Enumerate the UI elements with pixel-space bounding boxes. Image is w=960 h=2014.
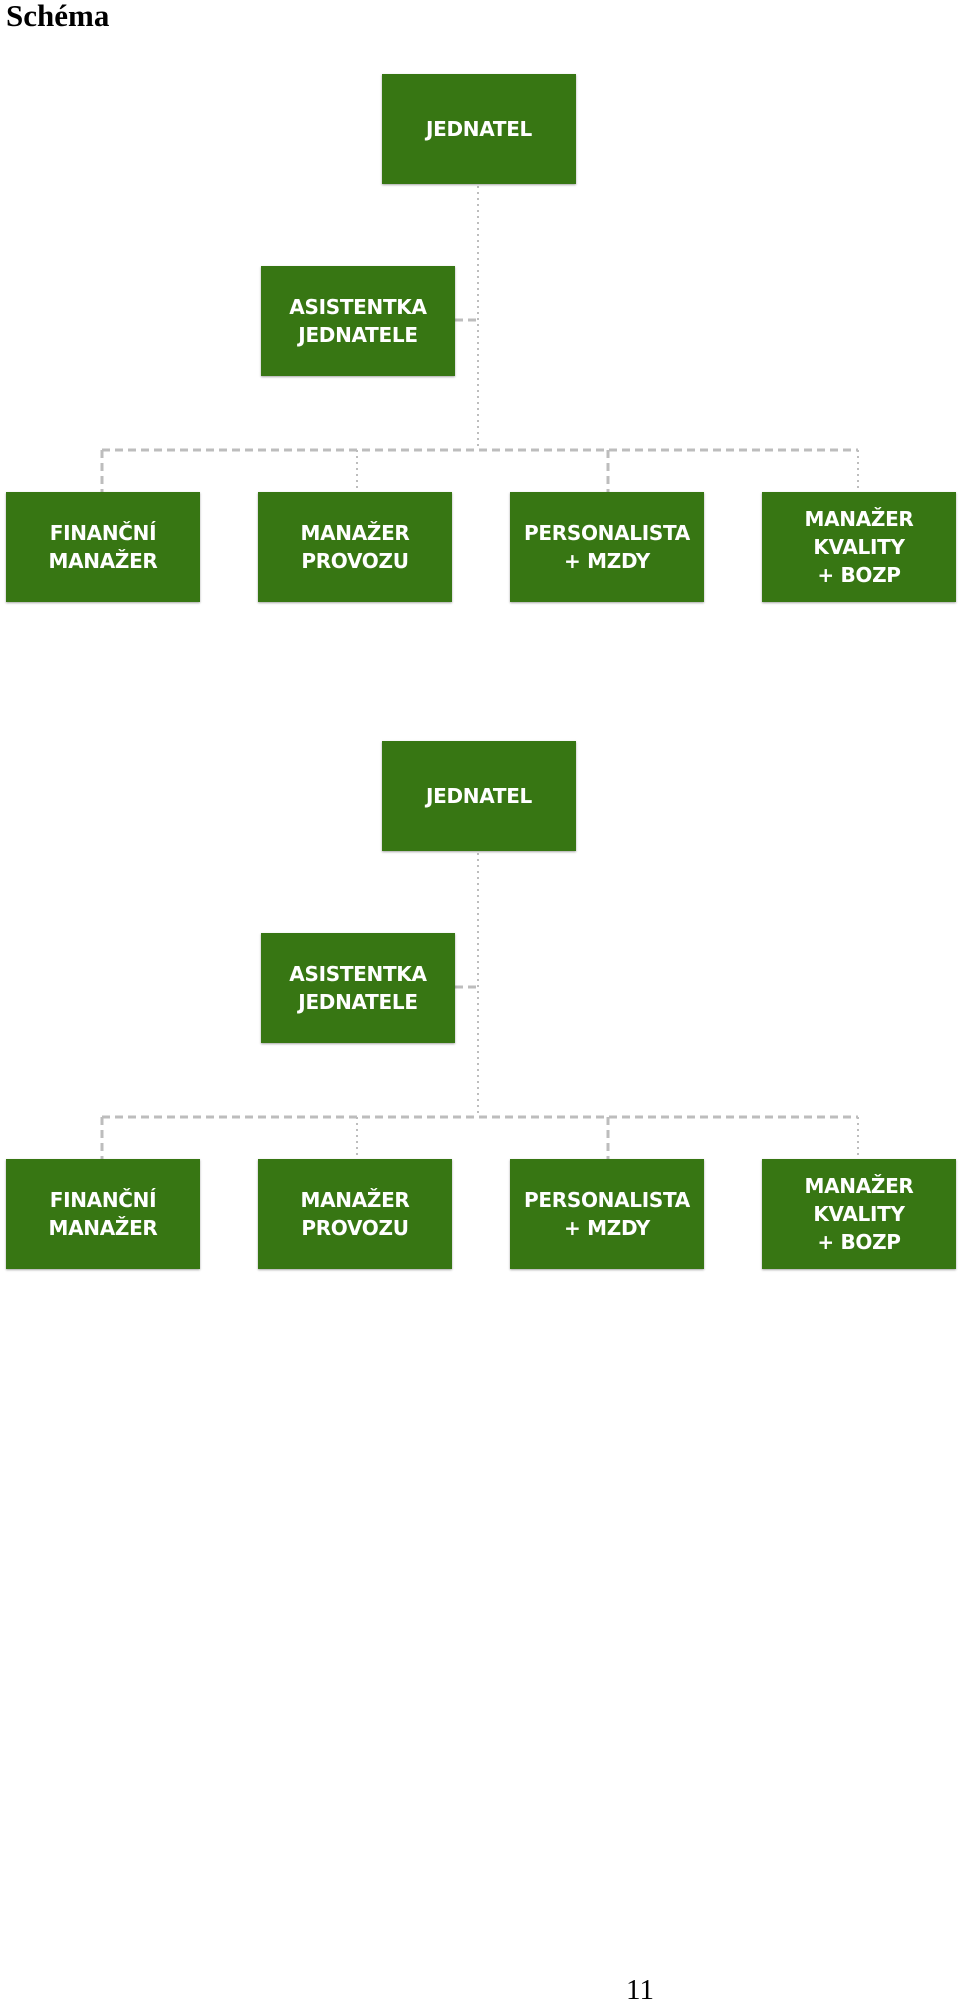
box-manazer-kvality: MANAŽER KVALITY + BOZP: [762, 492, 956, 602]
page-heading: Schéma: [6, 0, 110, 33]
org-chart-1: JEDNATEL ASISTENTKA JEDNATELE FINANČNÍ M…: [0, 0, 960, 602]
box-manazer-provozu: MANAŽER PROVOZU: [258, 1159, 452, 1269]
org-chart-2-connectors: [100, 853, 859, 1159]
org-chart-2: JEDNATEL ASISTENTKA JEDNATELE FINANČNÍ M…: [0, 667, 960, 1269]
box-asistentka: ASISTENTKA JEDNATELE: [261, 266, 455, 376]
box-manazer-provozu: MANAŽER PROVOZU: [258, 492, 452, 602]
page-number: 11: [626, 1974, 654, 2006]
box-financni-manazer: FINANČNÍ MANAŽER: [6, 1159, 200, 1269]
box-financni-manazer: FINANČNÍ MANAŽER: [6, 492, 200, 602]
box-asistentka: ASISTENTKA JEDNATELE: [261, 933, 455, 1043]
box-manazer-kvality: MANAŽER KVALITY + BOZP: [762, 1159, 956, 1269]
box-personalista: PERSONALISTA + MZDY: [510, 1159, 704, 1269]
box-personalista: PERSONALISTA + MZDY: [510, 492, 704, 602]
box-jednatel: JEDNATEL: [382, 741, 576, 851]
org-chart-1-connectors: [100, 186, 859, 492]
box-jednatel: JEDNATEL: [382, 74, 576, 184]
